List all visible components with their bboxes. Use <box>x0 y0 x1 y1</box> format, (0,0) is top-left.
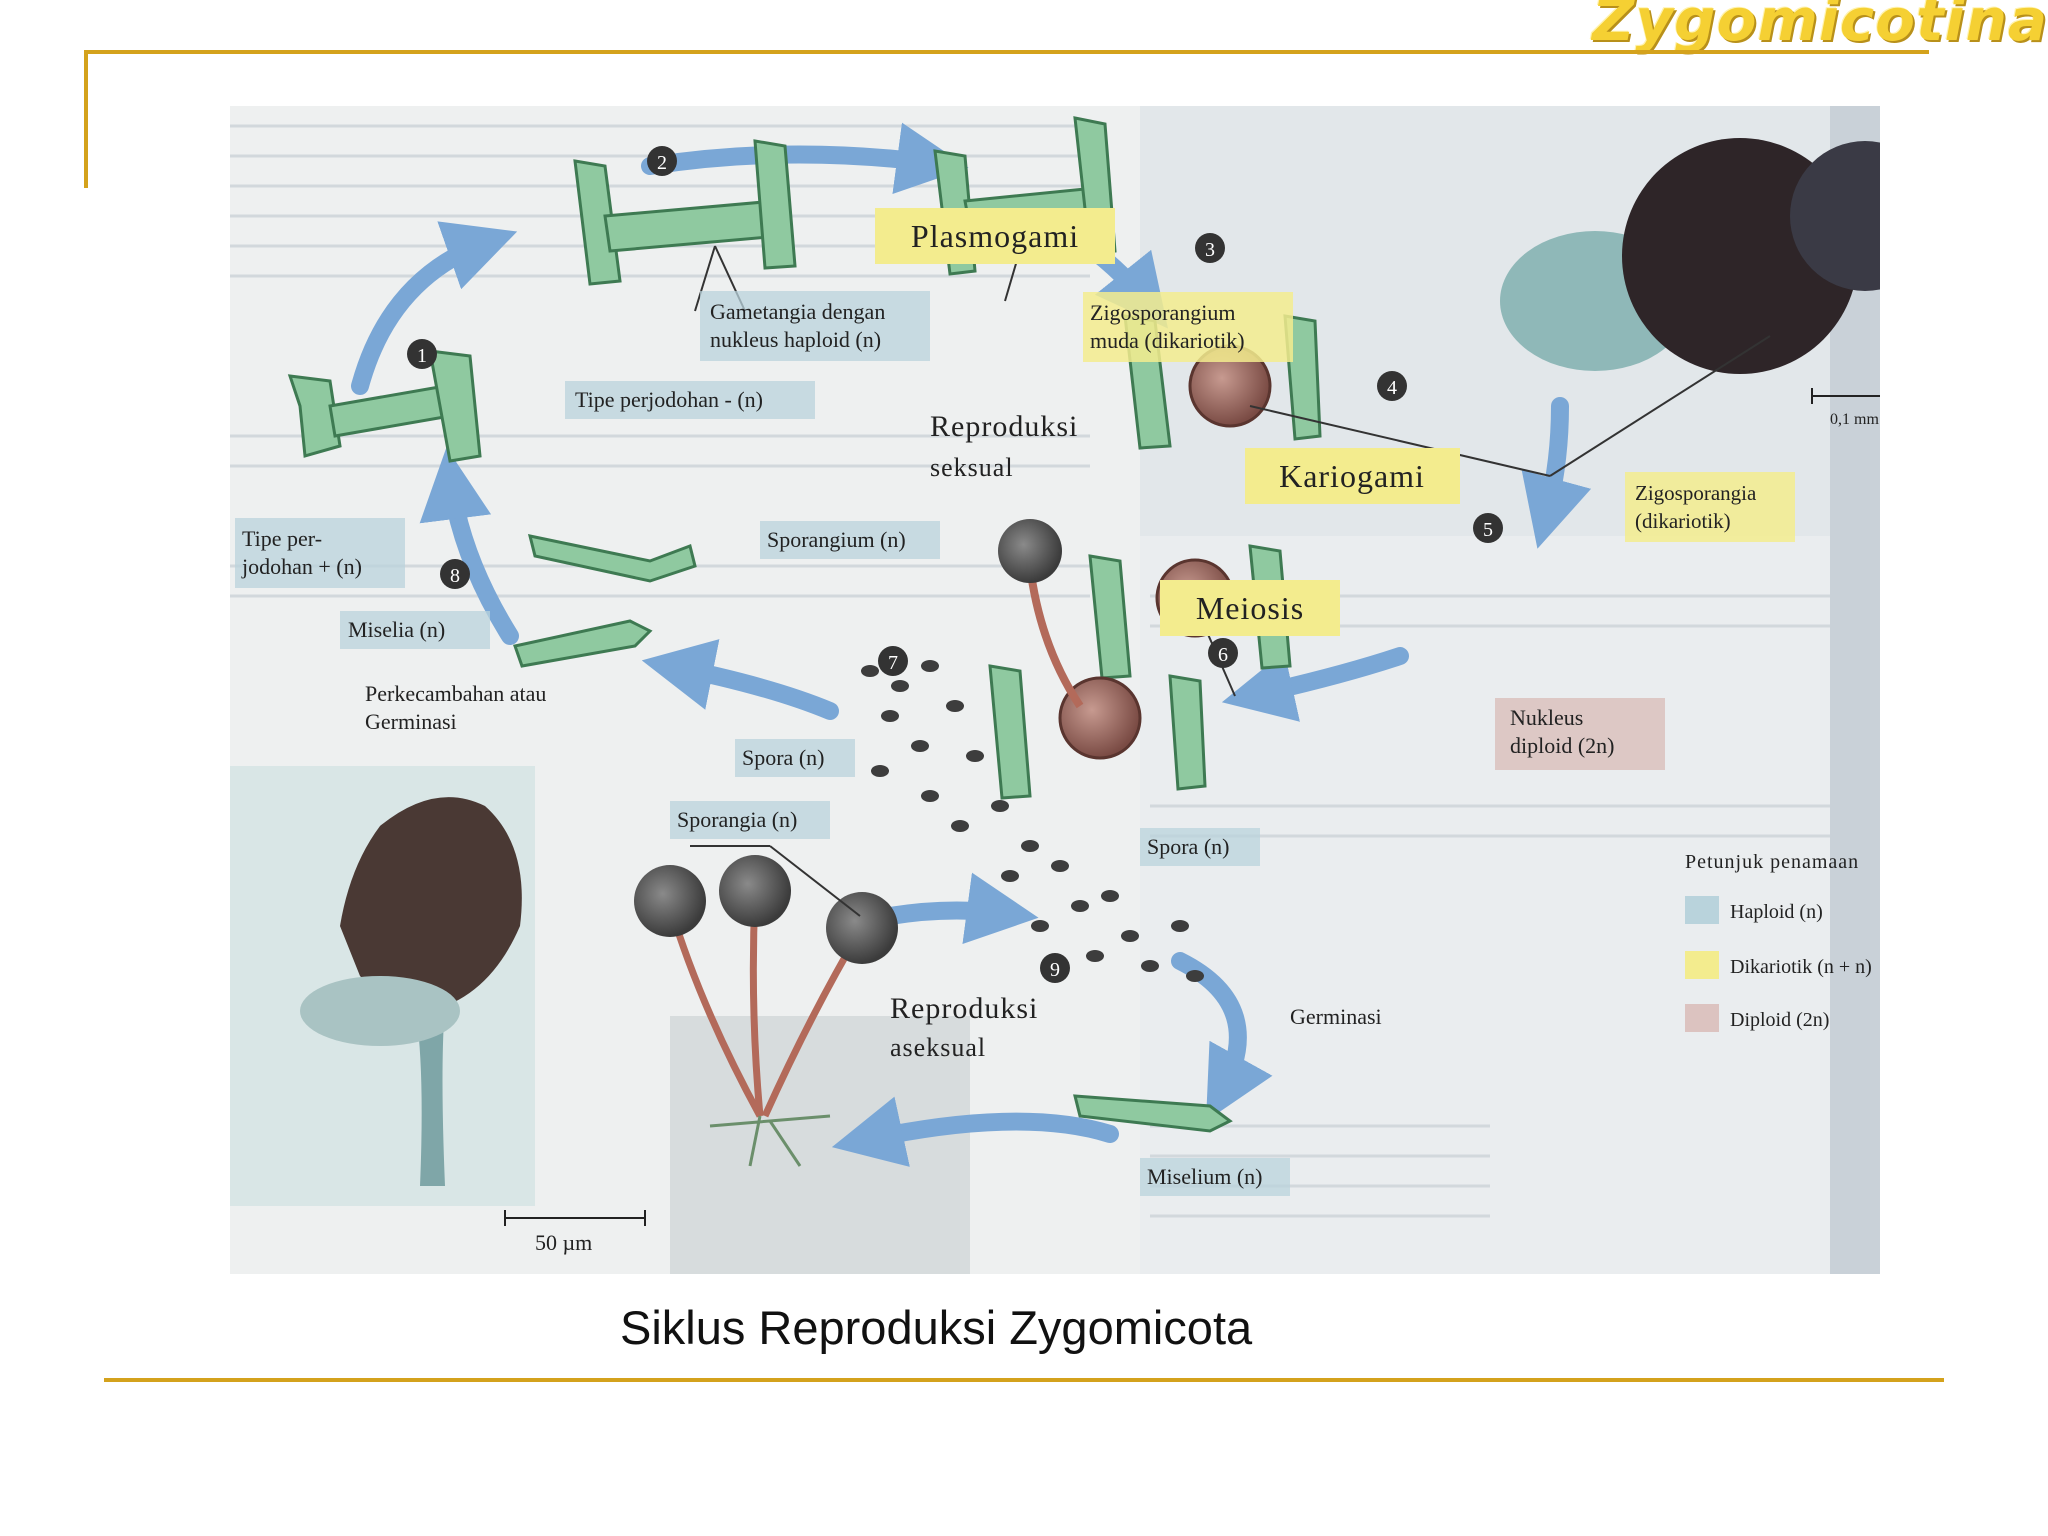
scale-bar-01mm: 0,1 mm <box>1811 388 1880 428</box>
hypha-stage-6-left <box>988 664 1032 800</box>
svg-text:7: 7 <box>888 652 898 674</box>
figure-caption: Siklus Reproduksi Zygomicota <box>620 1301 1253 1354</box>
miselium-box <box>1140 1158 1290 1196</box>
asexual-sporangiophores <box>634 855 898 1167</box>
sporangium-photo <box>230 766 535 1206</box>
spora-left-box <box>735 739 855 777</box>
hypha-stage-2-left <box>573 159 622 286</box>
zygo-young-box <box>1083 292 1293 362</box>
zygo-young-label-1: Zigosporangium <box>1090 300 1235 325</box>
germination-label-1: Perkecambahan atau <box>365 681 546 706</box>
arrow-6-to-7 <box>641 639 839 720</box>
scale-bar-50um: 50 µm <box>504 1210 646 1255</box>
kariogami-box <box>1245 448 1460 504</box>
mating-plus-label-1: Tipe per- <box>242 526 322 551</box>
mating-minus-label: Tipe perjodohan - (n) <box>575 387 763 412</box>
gametangia-box <box>700 291 930 361</box>
plasmogami-label: Plasmogami <box>911 218 1079 254</box>
zygosporangia-label-1: Zigosporangia <box>1635 481 1757 505</box>
left-rule <box>84 50 88 188</box>
sporangia-box <box>670 801 830 839</box>
hypha-stage-1-minus <box>287 374 342 458</box>
germination-label-2: Germinasi <box>365 709 457 734</box>
gametangia-label-2: nukleus haploid (n) <box>710 327 881 352</box>
legend: Petunjuk penamaan Haploid (n) Dikariotik… <box>1685 851 1872 1032</box>
sporangium-stage-7 <box>998 519 1084 709</box>
asexual-reproduction-label-2: aseksual <box>890 1033 986 1062</box>
svg-text:0,1 mm: 0,1 mm <box>1830 411 1879 428</box>
mycelium-upper <box>527 534 697 583</box>
nucleus-label-2: diploid (2n) <box>1510 733 1615 758</box>
hypha-stage-1-plus <box>428 349 482 463</box>
svg-text:6: 6 <box>1218 644 1228 666</box>
kariogami-label: Kariogami <box>1279 458 1425 494</box>
sporangiophore-photo <box>670 1016 970 1274</box>
mating-plus-box <box>235 518 405 588</box>
arrow-4-to-5 <box>1521 397 1592 549</box>
meiosis-label: Meiosis <box>1196 590 1304 626</box>
arrow-9-to-spores <box>881 872 1039 944</box>
hypha-stage-4-right <box>1283 314 1322 441</box>
nucleus-box <box>1495 698 1665 770</box>
mycelium-germ <box>1073 1094 1233 1133</box>
mating-plus-label-2: jodohan + (n) <box>241 554 362 579</box>
zygosporangia-label-2: (dikariotik) <box>1635 509 1731 533</box>
sexual-reproduction-label-2: seksual <box>930 453 1014 482</box>
mating-minus-box <box>565 381 815 419</box>
svg-text:9: 9 <box>1050 959 1060 981</box>
mycelium-lower <box>513 619 653 668</box>
spora-right-label: Spora (n) <box>1147 834 1229 859</box>
legend-title: Petunjuk penamaan <box>1685 851 1859 873</box>
zygosporangium-stage-6 <box>1058 676 1142 760</box>
zygosporangia-box <box>1625 472 1795 542</box>
zygosporangium-photo <box>1500 138 1880 374</box>
svg-text:4: 4 <box>1387 377 1397 399</box>
plasmogami-box <box>875 208 1115 264</box>
arrow-5-to-6 <box>1221 647 1409 722</box>
hyphae <box>287 116 1322 1133</box>
miselia-label: Miselia (n) <box>348 617 445 642</box>
step-markers: 1 2 3 4 5 6 7 8 9 <box>407 146 1503 983</box>
legend-swatch-dikaryotic <box>1685 951 1719 979</box>
spora-right-box <box>1140 828 1260 866</box>
svg-text:5: 5 <box>1483 519 1493 541</box>
legend-label-diploid: Diploid (2n) <box>1730 1009 1829 1031</box>
arrow-2-to-3 <box>641 122 969 194</box>
hypha-stage-5-left <box>1088 554 1132 680</box>
hypha-stage-2-right <box>753 139 797 270</box>
slide-title: Zygomicotina <box>1592 0 2048 54</box>
legend-label-haploid: Haploid (n) <box>1730 901 1823 923</box>
spores <box>861 660 1204 982</box>
sporangia-label: Sporangia (n) <box>677 807 797 832</box>
legend-swatch-haploid <box>1685 896 1719 924</box>
svg-text:2: 2 <box>657 152 667 174</box>
svg-text:8: 8 <box>450 565 460 587</box>
hypha-stage-6-right <box>1168 674 1207 791</box>
arrow-7-to-8 <box>419 447 519 645</box>
bottom-rule <box>104 1378 1944 1382</box>
sexual-reproduction-label-1: Reproduksi <box>930 410 1078 443</box>
legend-label-dikaryotic: Dikariotik (n + n) <box>1730 956 1872 978</box>
top-rule <box>84 50 1929 54</box>
sporangium-box <box>760 521 940 559</box>
germinasi-label: Germinasi <box>1290 1004 1382 1029</box>
spora-left-label: Spora (n) <box>742 745 824 770</box>
arrow-1-to-2 <box>351 221 518 395</box>
legend-swatch-diploid <box>1685 1004 1719 1032</box>
svg-text:3: 3 <box>1205 239 1215 261</box>
cycle-arrows <box>351 122 1592 1167</box>
arrow-to-sporangiophore <box>831 1096 1119 1167</box>
nucleus-label-1: Nukleus <box>1510 705 1583 730</box>
meiosis-box <box>1160 580 1340 636</box>
miselia-box <box>340 611 490 649</box>
zygomycota-life-cycle-figure: Plasmogami Kariogami Meiosis Reproduksi … <box>230 106 1880 1274</box>
zygo-young-label-2: muda (dikariotik) <box>1090 328 1245 353</box>
svg-text:50 µm: 50 µm <box>535 1230 592 1255</box>
asexual-reproduction-label-1: Reproduksi <box>890 992 1038 1025</box>
miselium-label: Miselium (n) <box>1147 1164 1263 1189</box>
gametangia-label-1: Gametangia dengan <box>710 299 885 324</box>
svg-text:1: 1 <box>417 345 427 367</box>
sporangium-label: Sporangium (n) <box>767 527 906 552</box>
